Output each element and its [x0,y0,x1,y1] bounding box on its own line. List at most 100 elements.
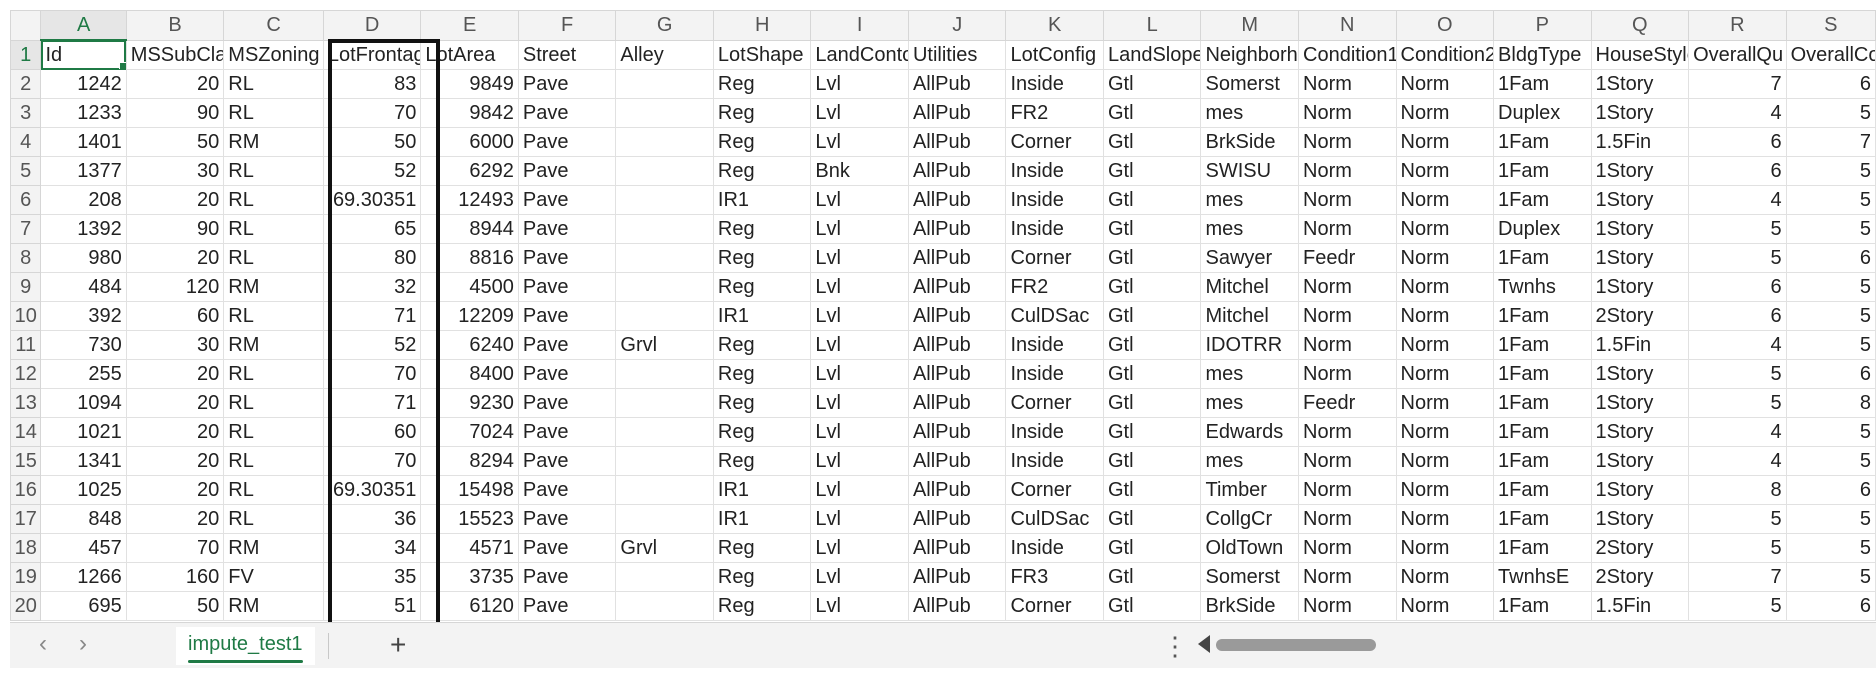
grid-cell[interactable]: Norm [1298,185,1397,215]
grid-cell[interactable]: 12209 [420,301,519,331]
grid-cell[interactable]: Pave [517,156,617,186]
grid-cell[interactable]: 1.5Fin [1590,591,1690,621]
grid-cell[interactable]: TwnhsE [1493,562,1592,592]
grid-cell[interactable]: RM [223,591,324,621]
grid-cell[interactable]: 20 [125,243,225,273]
grid-cell[interactable]: Norm [1298,359,1397,389]
grid-cell[interactable]: 70 [322,98,422,128]
grid-cell[interactable]: Norm [1395,504,1495,534]
grid-cell[interactable]: 20 [125,417,225,447]
grid-cell[interactable]: Lvl [810,446,909,476]
grid-cell[interactable]: 69.30351 [322,185,422,215]
grid-cell[interactable]: 50 [125,127,225,157]
grid-cell[interactable]: 7024 [420,417,519,447]
horizontal-scrollbar-thumb[interactable] [1216,639,1376,651]
grid-cell[interactable]: IR1 [712,504,812,534]
grid-cell[interactable]: CulDSac [1005,301,1104,331]
column-header-e[interactable]: E [420,10,519,41]
grid-cell[interactable]: 7 [1785,127,1876,157]
grid-cell[interactable]: Norm [1395,446,1495,476]
grid-cell[interactable]: Norm [1298,301,1397,331]
grid-cell[interactable]: 5 [1785,562,1876,592]
grid-cell[interactable]: Pave [517,475,617,505]
grid-cell[interactable]: Edwards [1200,417,1299,447]
grid-cell[interactable]: 20 [125,69,225,99]
row-header[interactable]: 2 [10,69,42,99]
grid-cell[interactable]: Inside [1005,330,1104,360]
grid-cell[interactable]: Norm [1298,417,1397,447]
header-cell[interactable]: LotFrontag [322,39,422,70]
grid-cell[interactable]: AllPub [907,98,1007,128]
header-cell[interactable]: MSSubCla [125,39,225,70]
grid-cell[interactable]: Grvl [615,330,714,360]
header-cell[interactable]: Condition1 [1298,39,1397,70]
grid-cell[interactable]: Lvl [810,330,909,360]
grid-cell[interactable]: 69.30351 [322,475,422,505]
grid-cell[interactable]: mes [1200,388,1299,418]
grid-cell[interactable]: Corner [1005,475,1104,505]
grid-cell[interactable]: 1Story [1590,98,1690,128]
grid-cell[interactable]: 457 [40,533,127,563]
grid-cell[interactable]: 4571 [420,533,519,563]
grid-cell[interactable]: Inside [1005,533,1104,563]
grid-cell[interactable]: AllPub [907,359,1007,389]
grid-cell[interactable]: Duplex [1493,214,1592,244]
grid-cell[interactable]: AllPub [907,388,1007,418]
grid-cell[interactable]: RL [223,446,324,476]
grid-cell[interactable]: 1266 [40,562,127,592]
grid-cell[interactable]: 52 [322,330,422,360]
grid-cell[interactable]: 5 [1785,214,1876,244]
grid-cell[interactable]: Reg [712,272,812,302]
grid-cell[interactable]: 50 [322,127,422,157]
grid-cell[interactable]: Norm [1395,359,1495,389]
grid-cell[interactable]: Norm [1395,272,1495,302]
grid-cell[interactable]: 5 [1785,446,1876,476]
grid-cell[interactable]: 255 [40,359,127,389]
grid-cell[interactable]: 9230 [420,388,519,418]
grid-cell[interactable]: Norm [1395,214,1495,244]
grid-cell[interactable]: 5 [1688,591,1787,621]
grid-cell[interactable]: 1Fam [1493,301,1592,331]
grid-cell[interactable]: 1341 [40,446,127,476]
grid-cell[interactable]: Lvl [810,417,909,447]
grid-cell[interactable]: 5 [1688,388,1787,418]
grid-cell[interactable] [615,243,714,273]
grid-cell[interactable]: 484 [40,272,127,302]
grid-cell[interactable]: 36 [322,504,422,534]
grid-cell[interactable]: 5 [1688,214,1787,244]
grid-cell[interactable]: mes [1200,446,1299,476]
grid-cell[interactable]: 120 [125,272,225,302]
grid-cell[interactable]: 1233 [40,98,127,128]
grid-cell[interactable]: AllPub [907,475,1007,505]
grid-cell[interactable] [615,98,714,128]
grid-cell[interactable]: Norm [1395,562,1495,592]
grid-cell[interactable]: 8 [1688,475,1787,505]
grid-cell[interactable]: Norm [1298,214,1397,244]
grid-cell[interactable]: Inside [1005,185,1104,215]
grid-cell[interactable]: 1Fam [1493,533,1592,563]
row-header[interactable]: 10 [10,301,42,331]
grid-cell[interactable]: Feedr [1298,243,1397,273]
grid-cell[interactable]: Norm [1298,562,1397,592]
grid-cell[interactable]: AllPub [907,562,1007,592]
grid-cell[interactable]: Norm [1298,330,1397,360]
row-header[interactable]: 7 [10,214,42,244]
grid-cell[interactable] [615,272,714,302]
row-header[interactable]: 17 [10,504,42,534]
grid-cell[interactable]: 2Story [1590,301,1690,331]
grid-cell[interactable]: 4 [1688,185,1787,215]
grid-cell[interactable]: Gtl [1102,475,1202,505]
grid-cell[interactable]: Gtl [1102,504,1202,534]
grid-cell[interactable]: FR2 [1005,272,1104,302]
grid-cell[interactable]: RL [223,301,324,331]
grid-cell[interactable]: RL [223,475,324,505]
row-header[interactable]: 12 [10,359,42,389]
grid-cell[interactable]: 1377 [40,156,127,186]
grid-cell[interactable]: 7 [1688,562,1787,592]
grid-cell[interactable]: Mitchel [1200,301,1299,331]
grid-cell[interactable]: Lvl [810,272,909,302]
grid-cell[interactable]: mes [1200,359,1299,389]
grid-cell[interactable]: Lvl [810,591,909,621]
grid-cell[interactable]: Lvl [810,562,909,592]
grid-cell[interactable]: Norm [1298,156,1397,186]
